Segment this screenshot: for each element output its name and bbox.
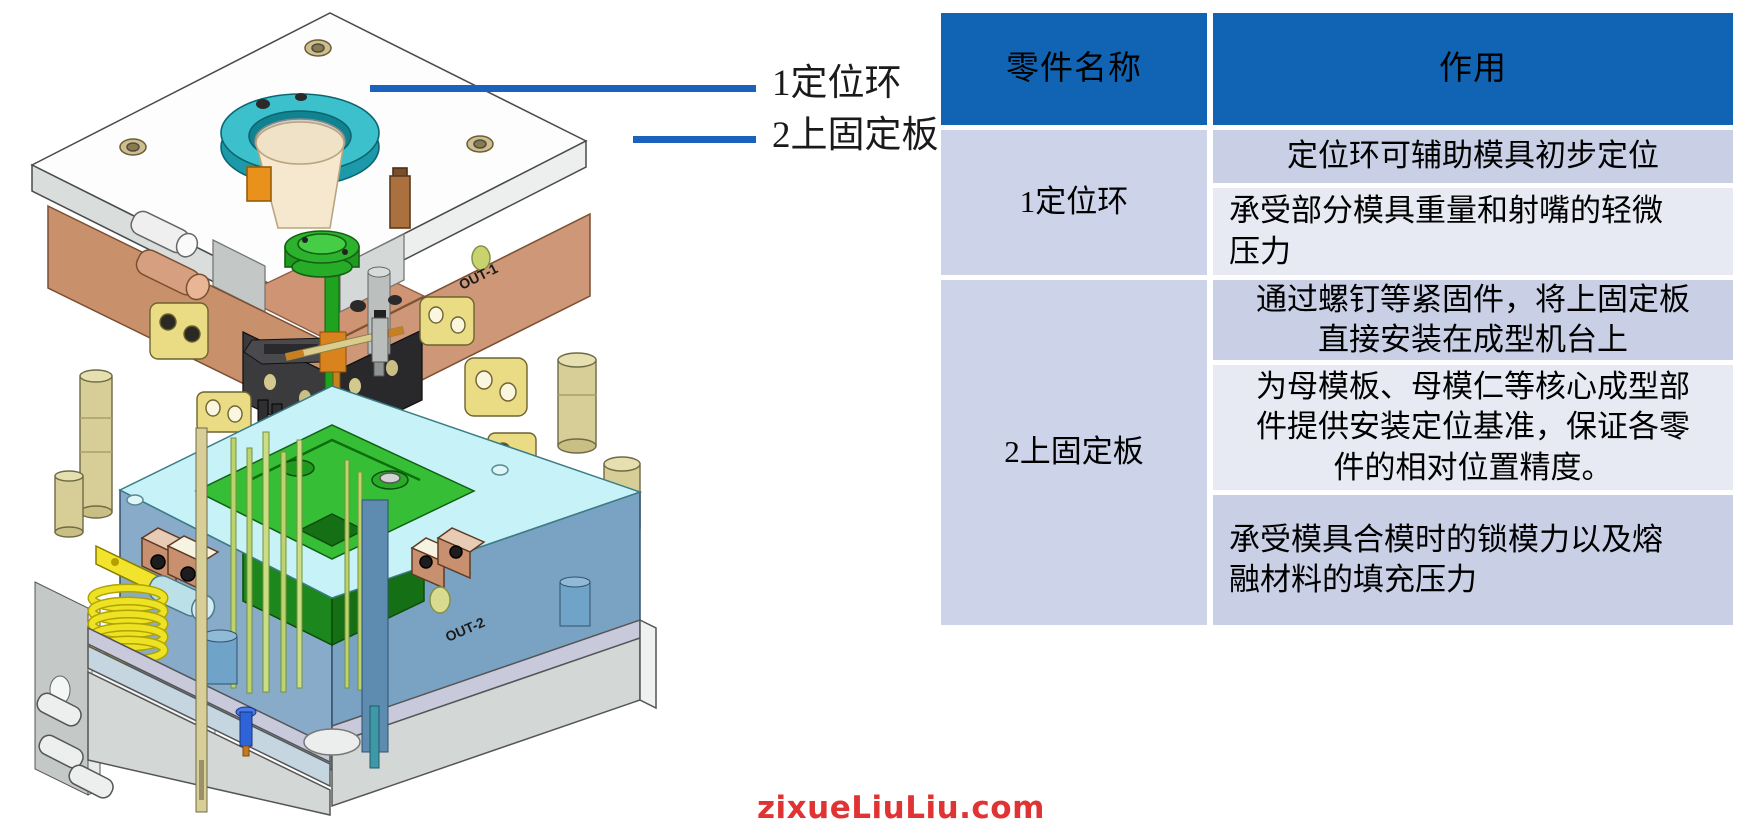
clamp-blocks-left xyxy=(140,527,220,592)
support-columns xyxy=(195,427,591,813)
callout-locating-ring: 1定位环 xyxy=(772,63,902,104)
locating-ring xyxy=(220,93,411,278)
mold-exploded-view: OUT-1 xyxy=(30,12,657,816)
table-cell-part-2-function-2: 为母模板、母模仁等核心成型部 件提供安装定位基准，保证各零 件的相对位置精度。 xyxy=(1213,365,1733,490)
callout-fixing-plate: 2上固定板 xyxy=(772,115,939,156)
table-cell-part-2-function-3: 承受模具合模时的锁模力以及熔 融材料的填充压力 xyxy=(1213,495,1733,625)
ejector-pins xyxy=(230,431,363,694)
guide-bush xyxy=(130,210,199,258)
table-header-part-name: 零件名称 xyxy=(941,13,1207,125)
base-plates xyxy=(36,618,657,816)
plate-screw-icon xyxy=(119,39,494,156)
table-cell-part-1-name: 1定位环 xyxy=(941,130,1207,275)
table-cell-part-2-name: 2上固定板 xyxy=(941,280,1207,625)
sprue-bushing xyxy=(284,230,360,278)
table-cell-part-2-function-1: 通过螺钉等紧固件，将上固定板 直接安装在成型机台上 xyxy=(1213,280,1733,360)
parts-function-table: 零件名称 作用 1定位环 定位环可辅助模具初步定位 承受部分模具重量和射嘴的轻微… xyxy=(941,13,1733,625)
table-cell-part-1-function-1: 定位环可辅助模具初步定位 xyxy=(1213,130,1733,183)
clamp-blocks-right xyxy=(410,527,486,590)
watermark: zixueLiuLiu.com xyxy=(757,790,1045,826)
leader-line-locating-ring xyxy=(370,85,756,92)
copper-bush xyxy=(135,249,210,301)
table-header-function: 作用 xyxy=(1213,13,1733,125)
leader-line-fixing-plate xyxy=(633,136,756,143)
table-cell-part-1-function-2: 承受部分模具重量和射嘴的轻微 压力 xyxy=(1213,188,1733,275)
guide-pillars xyxy=(54,352,641,538)
